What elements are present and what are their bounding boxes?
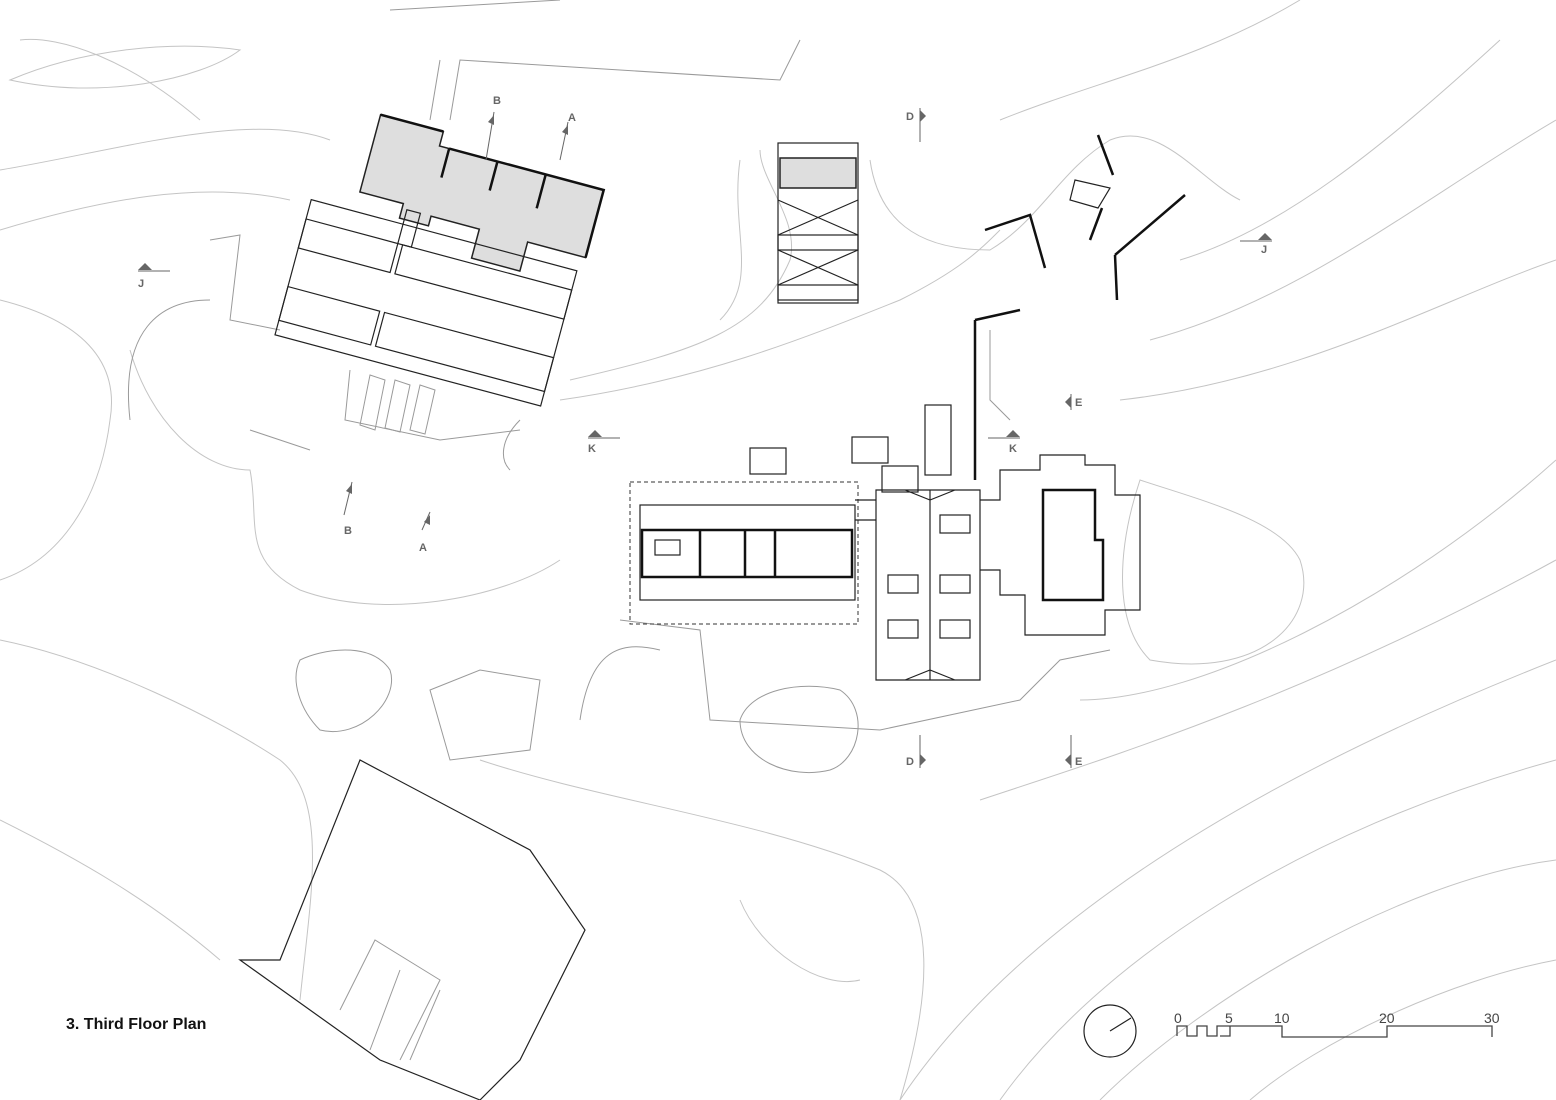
scale-bar: 0 5 10 20 30 <box>1174 1010 1500 1038</box>
building-north <box>777 142 859 304</box>
building-northwest <box>274 113 606 407</box>
section-marker-d: D <box>906 756 914 768</box>
scale-tick-20: 20 <box>1379 1010 1395 1026</box>
section-marker-d: D <box>906 111 914 123</box>
site-boundaries <box>128 0 1111 1100</box>
section-marker-e: E <box>1075 756 1082 768</box>
section-markers: B A B A D D E E J J K K <box>138 95 1272 768</box>
section-marker-e: E <box>1075 397 1082 409</box>
scale-tick-5: 5 <box>1225 1010 1233 1026</box>
section-marker-a: A <box>568 112 576 124</box>
section-marker-j: J <box>138 278 144 290</box>
section-marker-k: K <box>588 443 596 455</box>
section-marker-b: B <box>344 525 352 537</box>
walls-northeast <box>973 134 1186 480</box>
drawing-title: 3. Third Floor Plan <box>66 1016 207 1033</box>
section-marker-k: K <box>1009 443 1017 455</box>
section-marker-a: A <box>419 542 427 554</box>
north-arrow-icon <box>1083 1004 1137 1058</box>
section-marker-j: J <box>1261 244 1267 256</box>
scale-tick-0: 0 <box>1174 1010 1182 1026</box>
scale-tick-10: 10 <box>1274 1010 1290 1026</box>
building-central <box>629 404 1141 681</box>
scale-tick-30: 30 <box>1484 1010 1500 1026</box>
section-marker-b: B <box>493 95 501 107</box>
